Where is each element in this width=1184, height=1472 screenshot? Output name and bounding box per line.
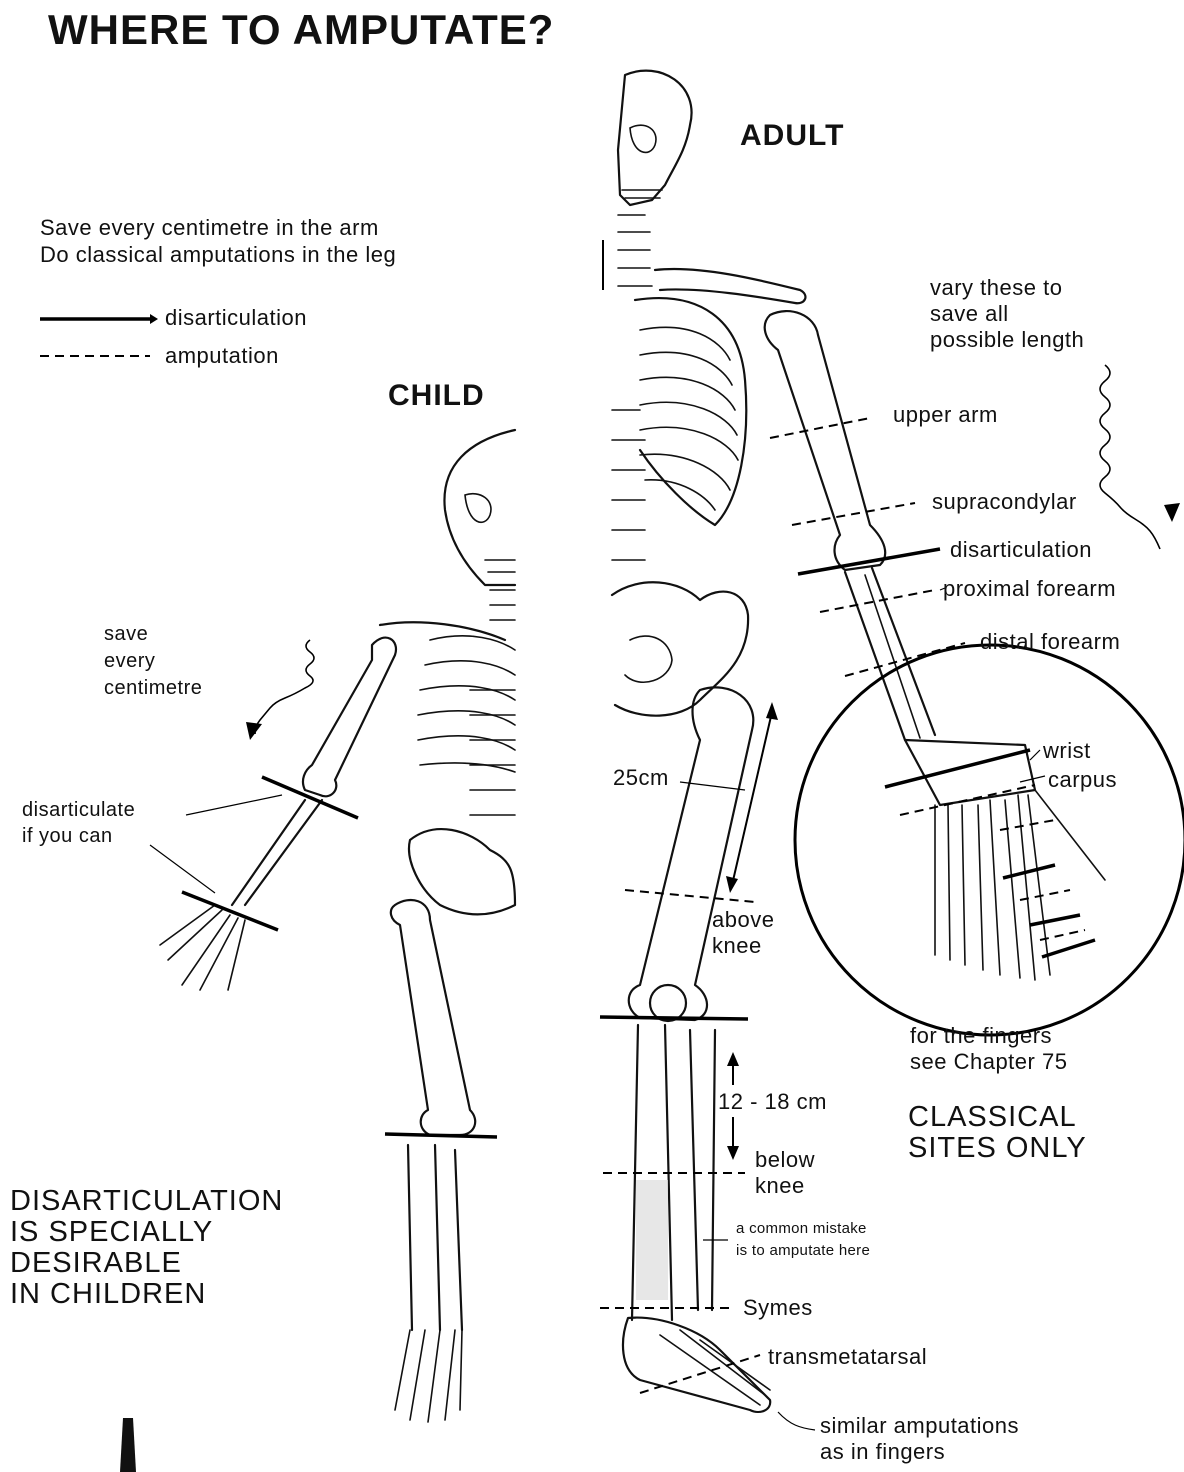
child-save-1: save xyxy=(104,624,148,645)
similar-2: as in fingers xyxy=(820,1440,945,1463)
25cm-arrow xyxy=(732,712,772,885)
adult-heading: ADULT xyxy=(740,120,844,152)
label-distal-forearm: distal forearm xyxy=(980,630,1120,653)
above-knee-2: knee xyxy=(712,934,762,957)
label-disarticulation: disarticulation xyxy=(950,538,1092,561)
fingers-note-1: for the fingers xyxy=(910,1024,1052,1047)
child-save-3: centimetre xyxy=(104,678,202,699)
classical-2: SITES ONLY xyxy=(908,1133,1087,1164)
intro-line-1: Save every centimetre in the arm xyxy=(40,216,379,239)
child-disarticulate-1: disarticulate xyxy=(22,800,135,821)
finger-dash-1 xyxy=(1000,820,1055,830)
vary-2: save all xyxy=(930,302,1009,325)
bottom-note-2: IS SPECIALLY xyxy=(10,1217,213,1248)
classical-1: CLASSICAL xyxy=(908,1102,1077,1133)
bottom-note-3: DESIRABLE xyxy=(10,1248,182,1279)
fingers-note-2: see Chapter 75 xyxy=(910,1050,1067,1073)
label-12-18cm: 12 - 18 cm xyxy=(718,1090,827,1113)
elbow-disarticulation-line xyxy=(798,549,940,574)
finger-dash-3 xyxy=(1040,930,1085,940)
label-upper-arm: upper arm xyxy=(893,403,998,426)
child-disarticulate-2: if you can xyxy=(22,826,113,847)
bottom-note-4: IN CHILDREN xyxy=(10,1279,206,1310)
label-symes: Symes xyxy=(743,1296,813,1319)
vary-1: vary these to xyxy=(930,276,1062,299)
finger-cut-2 xyxy=(1030,915,1080,925)
child-elbow-line xyxy=(262,777,358,818)
page-title: WHERE TO AMPUTATE? xyxy=(48,8,554,52)
wrist-line xyxy=(885,750,1030,787)
label-wrist: wrist xyxy=(1043,739,1091,762)
shaded-tibia xyxy=(636,1180,668,1300)
bottom-note-1: DISARTICULATION xyxy=(10,1186,283,1217)
label-supracondylar: supracondylar xyxy=(932,490,1077,513)
distal-forearm-line xyxy=(845,643,965,676)
below-knee-2: knee xyxy=(755,1174,805,1197)
child-wrist-line xyxy=(182,892,278,930)
vary-3: possible length xyxy=(930,328,1084,351)
label-25cm: 25cm xyxy=(613,766,669,789)
child-skeleton xyxy=(150,430,515,1422)
transmetatarsal-line xyxy=(640,1355,760,1393)
above-knee-1: above xyxy=(712,908,774,931)
upper-arm-line xyxy=(770,418,870,438)
below-knee-1: below xyxy=(755,1148,815,1171)
legend-amputation: amputation xyxy=(165,344,279,367)
child-heading: CHILD xyxy=(388,380,485,412)
edge-mark xyxy=(120,1418,136,1472)
mistake-1: a common mistake xyxy=(736,1221,867,1237)
child-wavy-arrow xyxy=(255,640,314,734)
child-knee-line xyxy=(385,1134,497,1137)
intro-line-2: Do classical amputations in the leg xyxy=(40,243,396,266)
adult-wavy-arrow xyxy=(1100,365,1160,549)
mistake-2: is to amputate here xyxy=(736,1243,870,1259)
label-carpus: carpus xyxy=(1048,768,1117,791)
label-transmetatarsal: transmetatarsal xyxy=(768,1345,927,1368)
supracondylar-line xyxy=(792,503,915,525)
proximal-forearm-line xyxy=(820,590,935,612)
hand-detail-circle xyxy=(795,645,1184,1035)
above-knee-line xyxy=(625,890,755,902)
adult-skeleton xyxy=(600,71,1184,1430)
legend-arrowhead xyxy=(150,314,158,324)
knee-disarticulation-line xyxy=(600,1017,748,1019)
similar-1: similar amputations xyxy=(820,1414,1019,1437)
finger-cut-3 xyxy=(1042,940,1095,957)
label-proximal-forearm: proximal forearm xyxy=(943,577,1116,600)
child-save-2: every xyxy=(104,651,155,672)
legend-disarticulation: disarticulation xyxy=(165,306,307,329)
